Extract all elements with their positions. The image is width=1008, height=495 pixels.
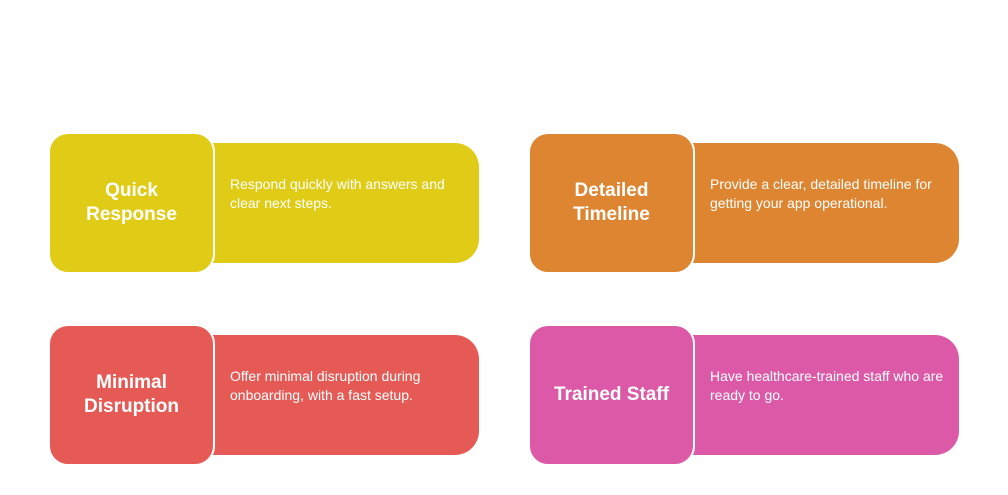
card-quick-response: Quick Response Respond quickly with answ… <box>48 132 480 274</box>
card-description: Offer minimal disruption during onboardi… <box>230 368 421 403</box>
card-title-box: Trained Staff <box>528 324 695 466</box>
card-title-box: Quick Response <box>48 132 215 274</box>
card-minimal-disruption: Minimal Disruption Offer minimal disrupt… <box>48 324 480 466</box>
card-description-box: Offer minimal disruption during onboardi… <box>212 335 479 455</box>
card-title: Quick Response <box>86 180 177 225</box>
card-detailed-timeline: Detailed Timeline Provide a clear, detai… <box>528 132 960 274</box>
card-description-box: Respond quickly with answers and clear n… <box>212 143 479 263</box>
card-title-box: Detailed Timeline <box>528 132 695 274</box>
card-title: Detailed Timeline <box>573 180 650 225</box>
card-title: Trained Staff <box>553 384 670 405</box>
card-description: Have healthcare-trained staff who are re… <box>710 368 944 403</box>
card-description-box: Have healthcare-trained staff who are re… <box>692 335 959 455</box>
card-description-box: Provide a clear, detailed timeline for g… <box>692 143 959 263</box>
card-title: Minimal Disruption <box>84 372 179 417</box>
card-trained-staff: Trained Staff Have healthcare-trained st… <box>528 324 960 466</box>
card-title-box: Minimal Disruption <box>48 324 215 466</box>
card-description: Respond quickly with answers and clear n… <box>230 176 445 211</box>
card-description: Provide a clear, detailed timeline for g… <box>710 176 932 211</box>
